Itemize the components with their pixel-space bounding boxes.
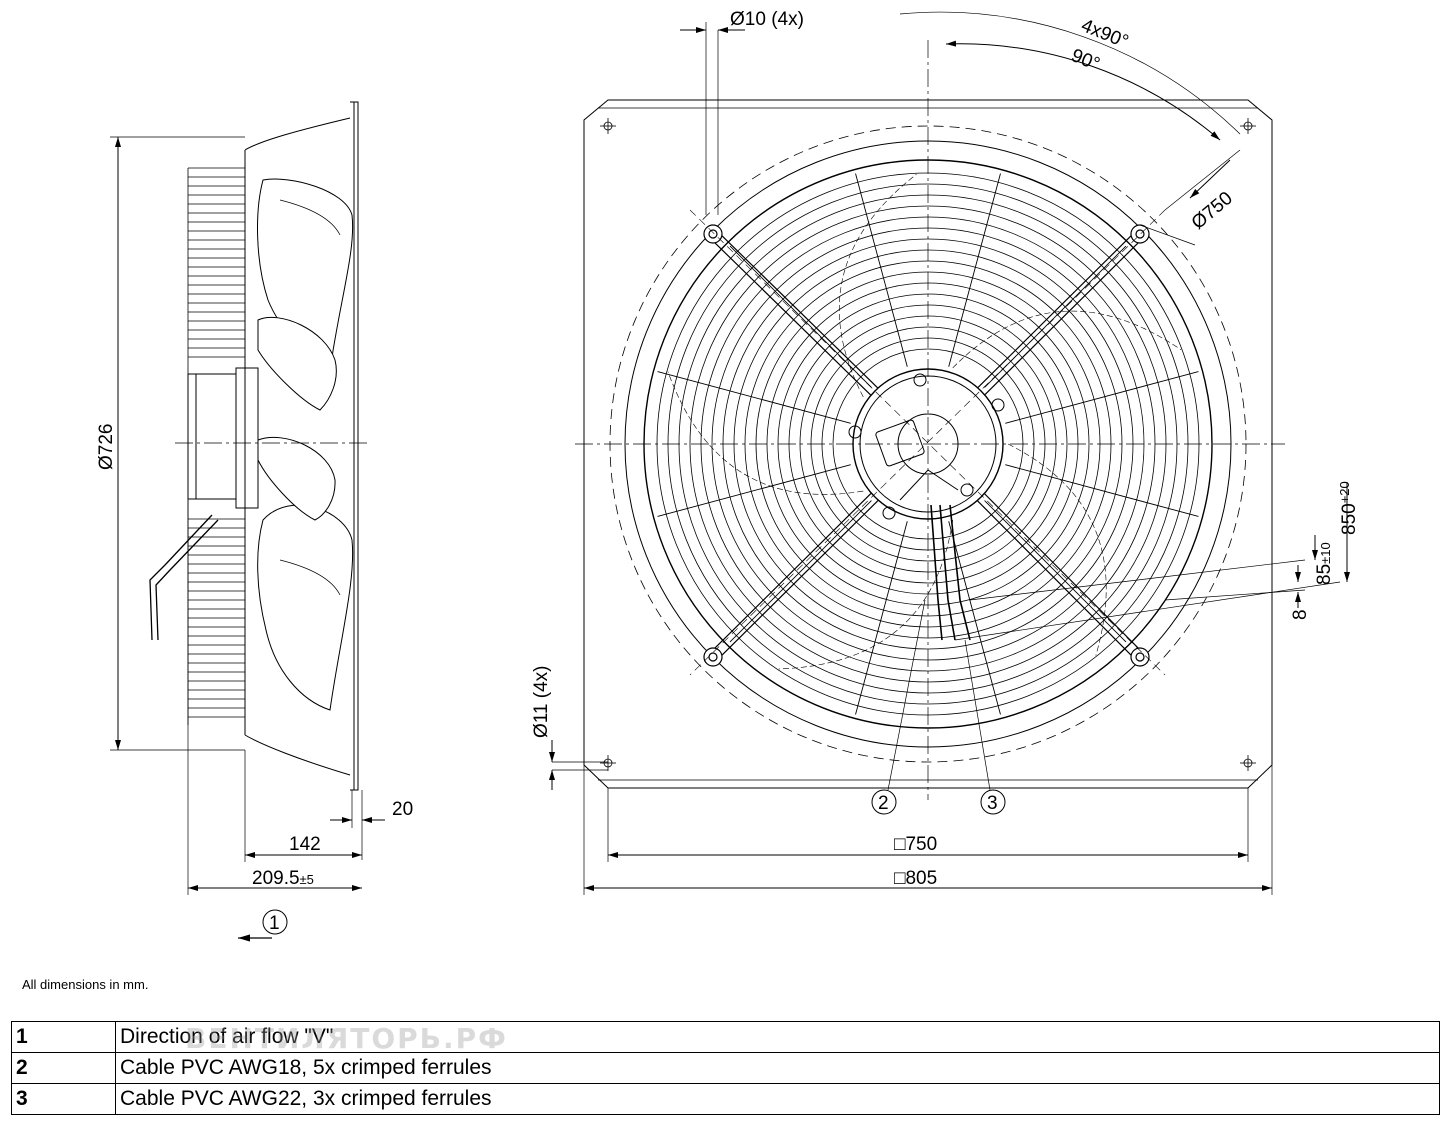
legend-number: 2 xyxy=(11,1052,116,1084)
dim-depth-total: 209.5±5 xyxy=(252,868,314,889)
legend-number: 3 xyxy=(11,1083,116,1115)
dim-square-805: □805 xyxy=(894,868,937,889)
callout-1-circle xyxy=(262,909,288,935)
dim-angle-inner: 90° xyxy=(1068,45,1103,75)
dim-cable-8: 8 xyxy=(1290,609,1311,620)
legend-row: 2 Cable PVC AWG18, 5x crimped ferrules xyxy=(11,1052,1440,1084)
dim-guard-diameter: Ø750 xyxy=(1188,188,1237,234)
callout-2: 2 xyxy=(878,793,889,814)
callout-1: 1 xyxy=(269,913,280,934)
legend-row: 3 Cable PVC AWG22, 3x crimped ferrules xyxy=(11,1083,1440,1115)
legend-table: 1 Direction of air flow "V" 2 Cable PVC … xyxy=(11,1021,1440,1115)
front-view xyxy=(549,11,1350,895)
dim-cable-850: 850+20 xyxy=(1337,481,1360,535)
legend-text: Direction of air flow "V" xyxy=(115,1021,1440,1053)
callout-3-circle xyxy=(980,789,1006,815)
legend-text: Cable PVC AWG22, 3x crimped ferrules xyxy=(115,1083,1440,1115)
callout-3: 3 xyxy=(987,793,998,814)
units-note: All dimensions in mm. xyxy=(22,977,149,992)
callout-2-circle xyxy=(871,789,897,815)
dim-square-750: □750 xyxy=(894,834,937,855)
dim-hole-side: Ø11 (4x) xyxy=(531,665,552,738)
legend-number: 1 xyxy=(11,1021,116,1053)
dim-hole-top: Ø10 (4x) xyxy=(730,9,804,30)
legend-row: 1 Direction of air flow "V" xyxy=(11,1021,1440,1053)
technical-drawing: Ø10 (4x) 4x90° 90° Ø750 Ø726 Ø11 (4x) 20… xyxy=(96,9,1360,942)
dim-fan-diameter: Ø726 xyxy=(96,424,117,470)
dim-cable-85: 85±10 xyxy=(1314,542,1335,585)
legend-text: Cable PVC AWG18, 5x crimped ferrules xyxy=(115,1052,1440,1084)
dim-depth-20: 20 xyxy=(392,799,413,820)
side-view xyxy=(110,101,385,942)
dim-depth-142: 142 xyxy=(289,834,321,855)
dim-angle-outer: 4x90° xyxy=(1078,15,1131,53)
